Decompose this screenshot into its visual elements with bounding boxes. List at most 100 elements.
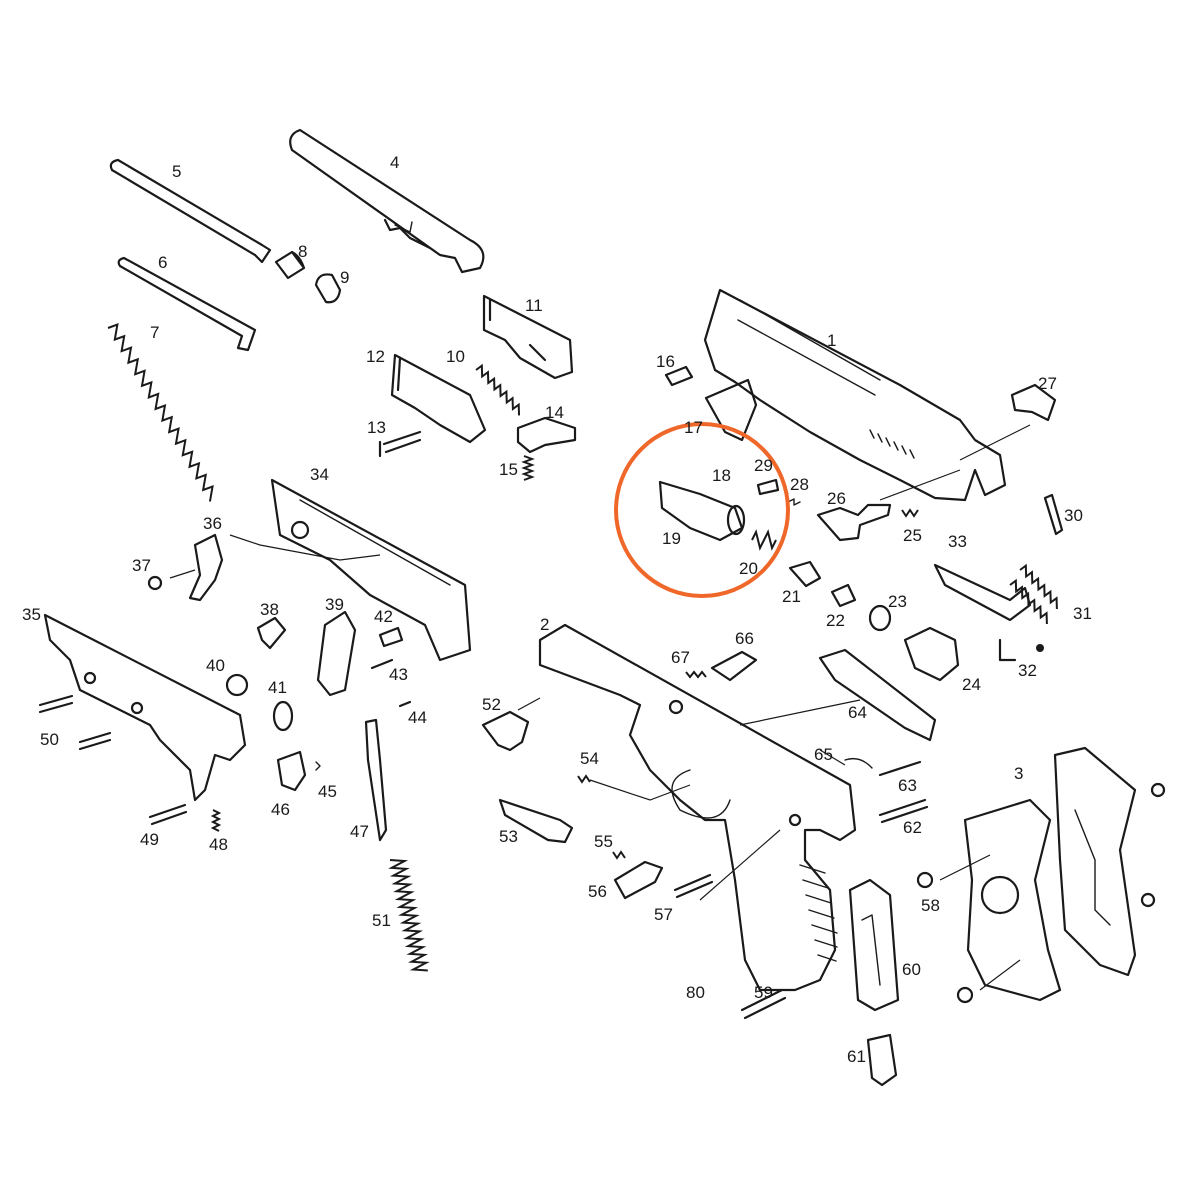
part-37-spring bbox=[147, 575, 163, 591]
part-54-spring bbox=[577, 774, 591, 784]
label-19: 19 bbox=[662, 529, 681, 548]
label-6: 6 bbox=[158, 253, 167, 272]
label-41: 41 bbox=[268, 678, 287, 697]
part-15-spring bbox=[521, 455, 535, 481]
part-26-safety-lever bbox=[816, 503, 892, 542]
label-37: 37 bbox=[132, 556, 151, 575]
label-7: 7 bbox=[150, 323, 159, 342]
part-67-spring bbox=[685, 670, 707, 679]
label-52: 52 bbox=[482, 695, 501, 714]
part-28-spring bbox=[787, 498, 801, 506]
label-16: 16 bbox=[656, 352, 675, 371]
part-21-plunger bbox=[788, 560, 822, 588]
part-18-19-firing-pin-assembly bbox=[658, 480, 746, 542]
label-63: 63 bbox=[898, 776, 917, 795]
label-80: 80 bbox=[686, 983, 705, 1002]
part-39-sear bbox=[316, 610, 357, 697]
label-61: 61 bbox=[847, 1047, 866, 1066]
label-10: 10 bbox=[446, 347, 465, 366]
label-15: 15 bbox=[499, 460, 518, 479]
label-44: 44 bbox=[408, 708, 427, 727]
part-7-spring bbox=[107, 323, 214, 502]
part-62-pin bbox=[878, 798, 929, 824]
label-66: 66 bbox=[735, 629, 754, 648]
label-13: 13 bbox=[367, 418, 386, 437]
label-30: 30 bbox=[1064, 506, 1083, 525]
label-2: 2 bbox=[540, 615, 549, 634]
part-41-bushing bbox=[272, 700, 294, 732]
label-55: 55 bbox=[594, 832, 613, 851]
label-33: 33 bbox=[948, 532, 967, 551]
label-38: 38 bbox=[260, 600, 279, 619]
part-44-pin bbox=[398, 700, 412, 708]
part-35-side-plate bbox=[43, 613, 247, 802]
label-47: 47 bbox=[350, 822, 369, 841]
part-40-spring bbox=[225, 673, 249, 697]
label-48: 48 bbox=[209, 835, 228, 854]
part-10-spring bbox=[475, 363, 521, 416]
label-64: 64 bbox=[848, 703, 867, 722]
part-2-frame bbox=[538, 623, 857, 992]
label-23: 23 bbox=[888, 592, 907, 611]
part-60-magazine bbox=[848, 878, 900, 1012]
label-29: 29 bbox=[754, 456, 773, 475]
part-48-spring bbox=[210, 809, 222, 832]
label-21: 21 bbox=[782, 587, 801, 606]
label-12: 12 bbox=[366, 347, 385, 366]
part-49-screw bbox=[148, 803, 188, 826]
part-55-spring bbox=[612, 850, 626, 860]
part-14-lever bbox=[516, 416, 577, 454]
part-56-catch bbox=[613, 860, 664, 900]
part-3-grip-left bbox=[1053, 746, 1137, 977]
label-28: 28 bbox=[790, 475, 809, 494]
label-56: 56 bbox=[588, 882, 607, 901]
label-18: 18 bbox=[712, 466, 731, 485]
part-52-takedown-lever bbox=[481, 710, 530, 752]
label-59: 59 bbox=[754, 983, 773, 1002]
part-33-ejector-housing bbox=[933, 563, 1032, 622]
label-45: 45 bbox=[318, 782, 337, 801]
part-38-disconnector bbox=[256, 616, 287, 650]
part-3-grip-right bbox=[963, 798, 1062, 1002]
part-24-hammer bbox=[903, 626, 960, 682]
label-26: 26 bbox=[827, 489, 846, 508]
part-11-locking-block bbox=[482, 294, 574, 380]
part-6-rod bbox=[117, 256, 257, 352]
label-42: 42 bbox=[374, 607, 393, 626]
part-42-pin bbox=[378, 626, 404, 648]
label-17: 17 bbox=[684, 418, 703, 437]
part-25-plunger bbox=[901, 508, 919, 518]
label-32: 32 bbox=[1018, 661, 1037, 680]
label-27: 27 bbox=[1038, 374, 1057, 393]
part-27-extractor bbox=[1010, 383, 1057, 422]
part-66-pin bbox=[710, 650, 758, 682]
part-53-slide-stop bbox=[498, 798, 574, 844]
highlight-circle bbox=[614, 422, 790, 598]
part-57-screw bbox=[673, 873, 714, 899]
part-46-trigger-bar-lever bbox=[276, 750, 307, 792]
part-50-screws bbox=[38, 694, 112, 751]
part-47-trigger-bar bbox=[364, 718, 388, 842]
part-8-bushing bbox=[274, 250, 306, 280]
part-51-spring bbox=[388, 859, 430, 972]
label-39: 39 bbox=[325, 595, 344, 614]
label-4: 4 bbox=[390, 153, 399, 172]
label-34: 34 bbox=[310, 465, 329, 484]
label-25: 25 bbox=[903, 526, 922, 545]
label-3: 3 bbox=[1014, 764, 1023, 783]
label-22: 22 bbox=[826, 611, 845, 630]
part-34-frame-insert bbox=[270, 478, 472, 662]
part-5-guide-rod bbox=[109, 158, 272, 264]
part-12-slide-block bbox=[390, 353, 487, 444]
label-9: 9 bbox=[340, 268, 349, 287]
label-51: 51 bbox=[372, 911, 391, 930]
label-67: 67 bbox=[671, 648, 690, 667]
part-36-lever bbox=[188, 533, 224, 602]
label-49: 49 bbox=[140, 830, 159, 849]
label-53: 53 bbox=[499, 827, 518, 846]
part-63-pin bbox=[878, 760, 922, 777]
part-64-trigger-pivot bbox=[818, 648, 937, 742]
label-1: 1 bbox=[827, 331, 836, 350]
part-32-screw bbox=[998, 638, 1044, 662]
